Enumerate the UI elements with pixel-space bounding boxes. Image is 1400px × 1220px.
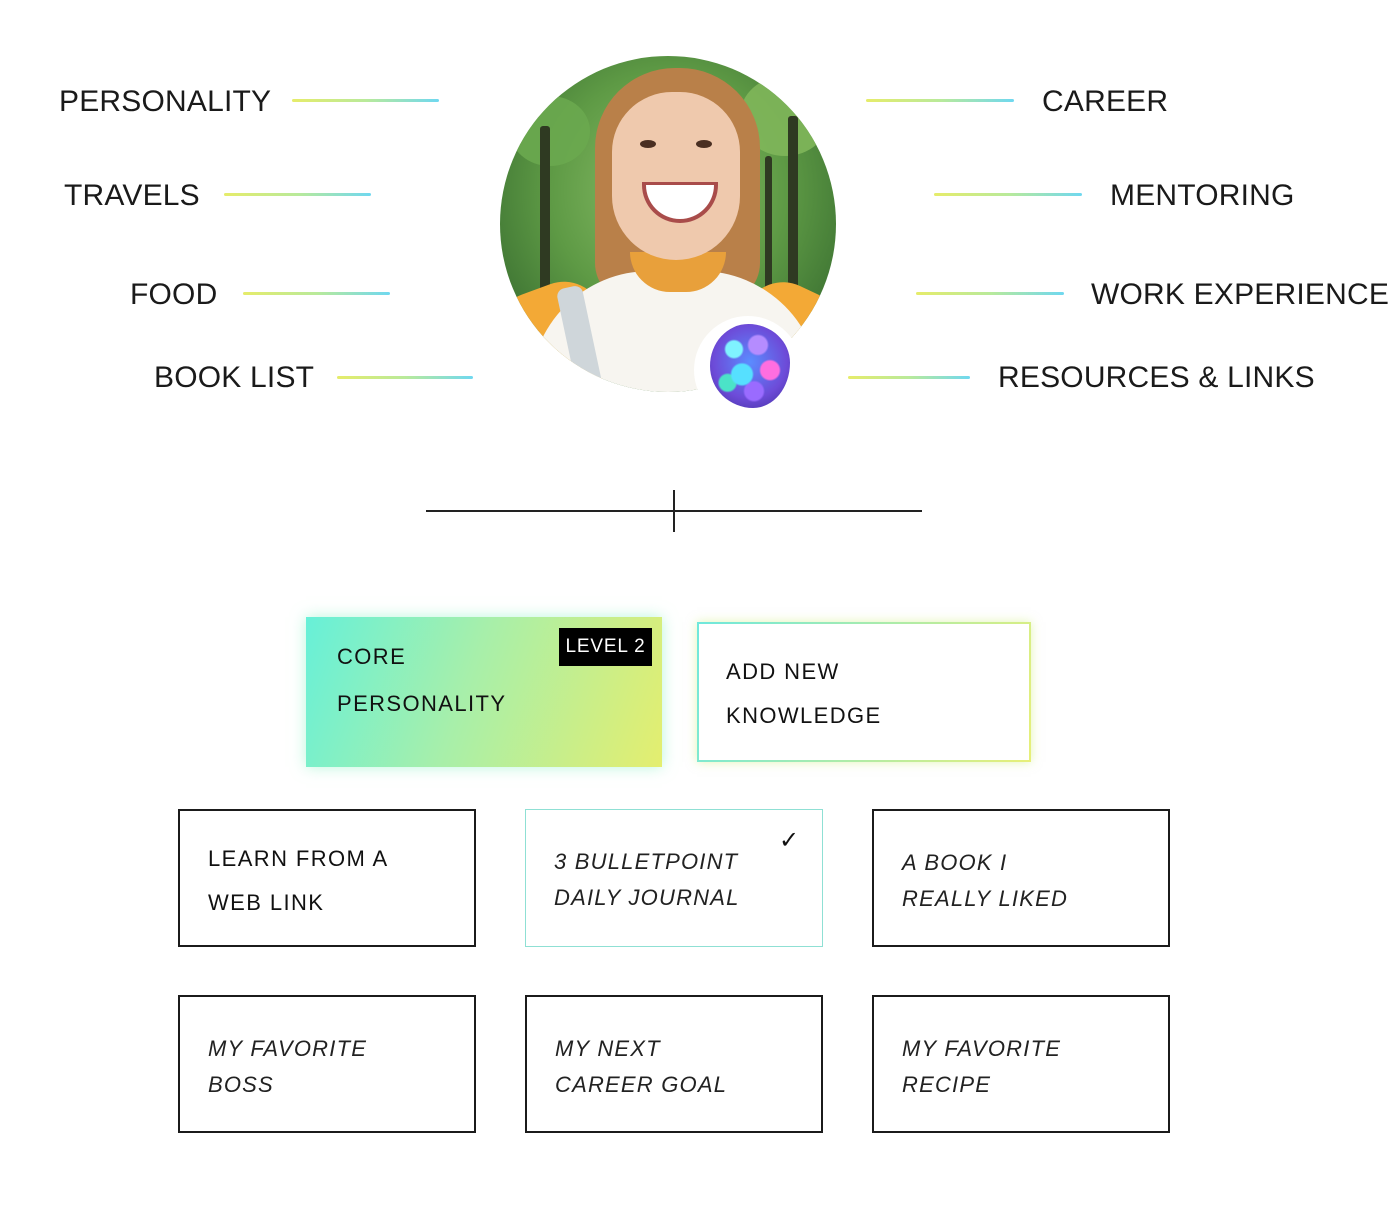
connector-line — [224, 193, 371, 196]
card-line1: ADD NEW — [726, 659, 840, 684]
card-next-career-goal[interactable]: MY NEXT CAREER GOAL — [525, 995, 823, 1133]
connector-line — [337, 376, 473, 379]
card-line2: WEB LINK — [208, 890, 325, 915]
card-line2: RECIPE — [902, 1072, 992, 1097]
connector-line — [866, 99, 1014, 102]
card-line2: PERSONALITY — [337, 691, 507, 716]
card-line2: REALLY LIKED — [902, 886, 1069, 911]
card-line2: KNOWLEDGE — [726, 703, 882, 728]
card-book-i-liked[interactable]: A BOOK I REALLY LIKED — [872, 809, 1170, 947]
add-new-knowledge-button[interactable]: ADD NEW KNOWLEDGE — [697, 622, 1031, 762]
card-line2: CAREER GOAL — [555, 1072, 728, 1097]
card-line1: LEARN FROM A — [208, 846, 389, 871]
card-learn-from-web-link[interactable]: LEARN FROM A WEB LINK — [178, 809, 476, 947]
card-line1: A BOOK I — [902, 850, 1008, 875]
orb-icon — [710, 324, 790, 408]
card-favorite-recipe[interactable]: MY FAVORITE RECIPE — [872, 995, 1170, 1133]
card-line2: DAILY JOURNAL — [554, 885, 740, 910]
card-line1: MY FAVORITE — [208, 1036, 368, 1061]
connector-line — [916, 292, 1064, 295]
connector-line — [243, 292, 390, 295]
card-favorite-boss[interactable]: MY FAVORITE BOSS — [178, 995, 476, 1133]
topic-resources-links[interactable]: RESOURCES & LINKS — [998, 361, 1315, 394]
card-line1: MY FAVORITE — [902, 1036, 1062, 1061]
topic-personality[interactable]: PERSONALITY — [59, 85, 272, 118]
topic-food[interactable]: FOOD — [130, 278, 218, 311]
connector-line — [292, 99, 439, 102]
card-line1: MY NEXT — [555, 1036, 661, 1061]
topic-book-list[interactable]: BOOK LIST — [154, 361, 315, 394]
divider-vertical — [673, 490, 675, 532]
level-badge: LEVEL 2 — [559, 628, 652, 666]
card-line1: CORE — [337, 644, 407, 669]
topic-mentoring[interactable]: MENTORING — [1110, 179, 1295, 212]
card-daily-journal[interactable]: 3 BULLETPOINT DAILY JOURNAL ✓ — [525, 809, 823, 947]
avatar-photo — [500, 56, 836, 392]
connector-line — [934, 193, 1082, 196]
topic-travels[interactable]: TRAVELS — [64, 179, 200, 212]
card-line2: BOSS — [208, 1072, 274, 1097]
check-icon: ✓ — [779, 827, 800, 854]
connector-line — [848, 376, 970, 379]
topic-career[interactable]: CAREER — [1042, 85, 1169, 118]
card-line1: 3 BULLETPOINT — [554, 849, 739, 874]
topic-work-experience[interactable]: WORK EXPERIENCE — [1091, 278, 1390, 311]
